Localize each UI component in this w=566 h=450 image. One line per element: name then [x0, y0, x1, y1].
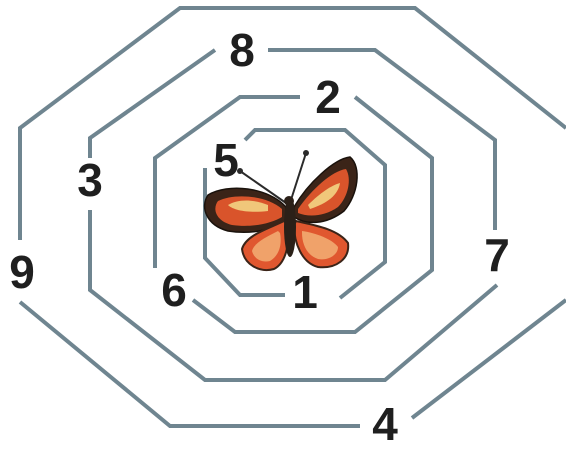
number-5-label: 5: [213, 137, 239, 183]
number-7-label: 7: [484, 232, 510, 278]
path-segment-3-to-8: [90, 50, 215, 158]
path-segment-4-right: [412, 300, 566, 418]
number-3-label: 3: [77, 157, 103, 203]
number-6-label: 6: [161, 267, 187, 313]
number-1-label: 1: [292, 269, 318, 315]
path-segment-9-to-4: [20, 302, 360, 426]
number-8-label: 8: [229, 27, 255, 73]
number-2-label: 2: [315, 74, 341, 120]
number-4-label: 4: [372, 401, 398, 447]
number-9-label: 9: [9, 249, 35, 295]
